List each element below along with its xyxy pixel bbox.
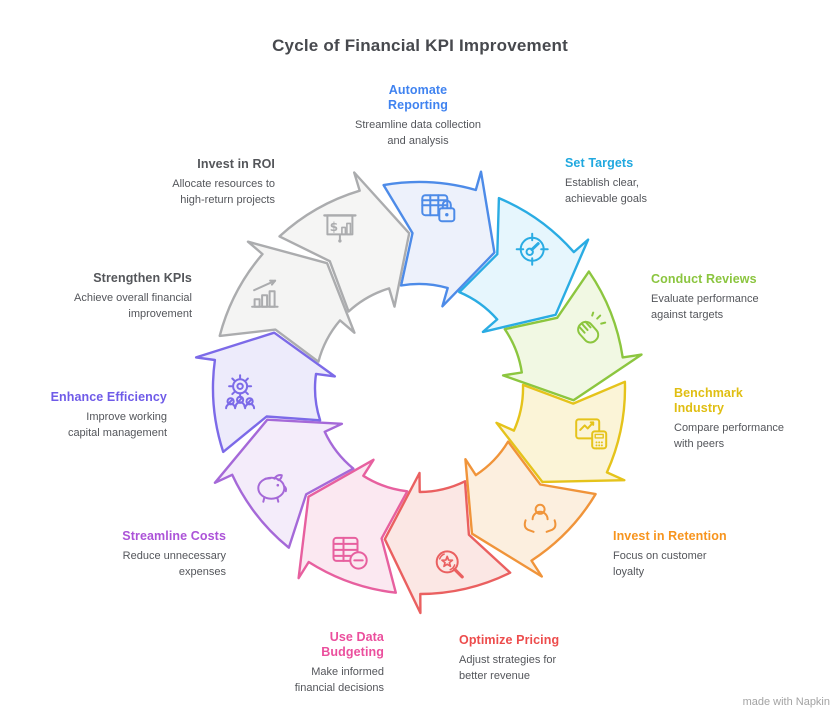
- cycle-arrow-set-targets: [458, 196, 590, 334]
- cycle-arrow-optimize-pricing: [383, 471, 512, 615]
- segment-title: Optimize Pricing: [459, 633, 560, 647]
- clapping-hands-icon: [577, 311, 607, 344]
- search-star-icon: [435, 550, 464, 579]
- segment-label-invest-in-roi: Invest in ROI Allocate resources to high…: [125, 157, 275, 208]
- page-title: Cycle of Financial KPI Improvement: [272, 36, 568, 55]
- cycle-arrow-invest-in-retention: [464, 440, 597, 578]
- segment-label-benchmark-industry: Benchmark Industry Compare performance w…: [674, 386, 824, 452]
- cycle-arrow-strengthen-kpis: [218, 240, 356, 363]
- segment-description: Allocate resources to high-return projec…: [172, 178, 275, 206]
- segment-label-use-data-budgeting: Use Data Budgeting Make informed financi…: [254, 630, 384, 696]
- segment-description: Make informed financial decisions: [294, 666, 384, 694]
- piggy-bank-icon: [257, 474, 288, 503]
- segment-description: Establish clear, achievable goals: [565, 177, 647, 205]
- presentation-roi-icon: $: [323, 214, 357, 243]
- gear-team-icon: [225, 374, 256, 410]
- segment-title: Strengthen KPIs: [93, 271, 192, 285]
- segment-title: Streamline Costs: [122, 529, 226, 543]
- table-lock-icon: [421, 194, 456, 223]
- segment-label-enhance-efficiency: Enhance Efficiency Improve working capit…: [17, 390, 167, 441]
- segment-label-invest-in-retention: Invest in Retention Focus on customer lo…: [613, 529, 773, 580]
- segment-label-set-targets: Set Targets Establish clear, achievable …: [565, 156, 715, 207]
- segment-description: Evaluate performance against targets: [651, 293, 759, 321]
- svg-text:$: $: [330, 220, 338, 234]
- segment-label-streamline-costs: Streamline Costs Reduce unnecessary expe…: [66, 529, 226, 580]
- segment-title: Use Data Budgeting: [321, 630, 384, 659]
- cycle-arrow-conduct-reviews: [501, 270, 643, 402]
- segment-title: Automate Reporting: [388, 83, 448, 112]
- segment-title: Invest in Retention: [613, 529, 727, 543]
- segment-title: Invest in ROI: [197, 157, 275, 171]
- table-minus-icon: [332, 536, 368, 570]
- cycle-arrow-invest-in-roi: [278, 171, 411, 313]
- segment-description: Compare performance with peers: [674, 422, 785, 450]
- cycle-arrow-enhance-efficiency: [194, 331, 336, 454]
- segment-label-automate-reporting: Automate Reporting Streamline data colle…: [338, 83, 498, 149]
- gauge-icon: [515, 232, 549, 266]
- cycle-arrow-automate-reporting: [382, 170, 496, 308]
- segment-title: Set Targets: [565, 156, 634, 170]
- segment-label-conduct-reviews: Conduct Reviews Evaluate performance aga…: [651, 272, 811, 323]
- watermark: made with Napkin: [742, 696, 830, 708]
- cycle-arrow-benchmark-industry: [495, 380, 627, 484]
- segment-title: Conduct Reviews: [651, 272, 757, 286]
- growth-arrow-icon: [251, 279, 279, 308]
- segment-description: Focus on customer loyalty: [613, 550, 707, 578]
- segment-description: Improve working capital management: [67, 411, 167, 439]
- customer-care-icon: [523, 503, 557, 533]
- cycle-arrow-use-data-budgeting: [297, 458, 409, 594]
- segment-label-strengthen-kpis: Strengthen KPIs Achieve overall financia…: [42, 271, 192, 322]
- segment-label-optimize-pricing: Optimize Pricing Adjust strategies for b…: [459, 633, 609, 684]
- chart-calculator-icon: [575, 418, 608, 450]
- segment-title: Benchmark Industry: [674, 386, 743, 415]
- segment-title: Enhance Efficiency: [50, 390, 167, 404]
- segment-description: Achieve overall financial improvement: [73, 292, 192, 320]
- segment-description: Adjust strategies for better revenue: [459, 654, 557, 682]
- segment-description: Reduce unnecessary expenses: [122, 550, 226, 578]
- segment-description: Streamline data collection and analysis: [355, 119, 481, 147]
